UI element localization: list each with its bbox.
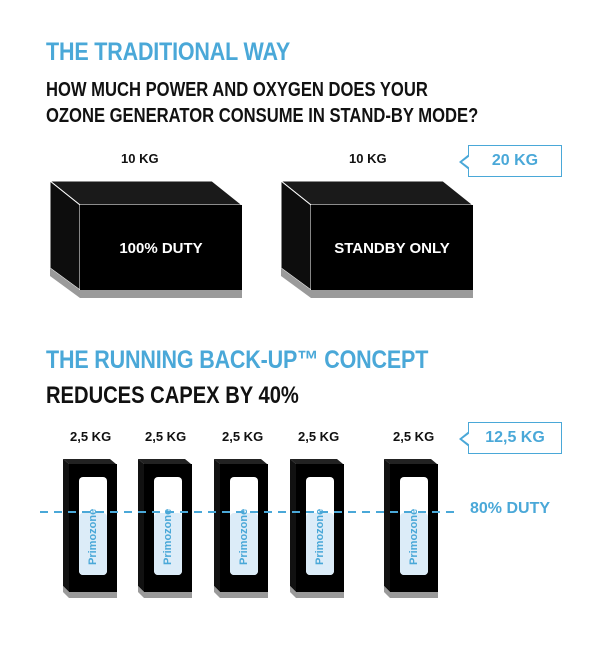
running-backup-title: THE RUNNING BACK-UP™ CONCEPT (46, 346, 429, 374)
primozone-unit: Primozone (63, 459, 117, 598)
brand-label: Primozone (87, 509, 99, 565)
primozone-unit: Primozone (214, 459, 268, 598)
box-weight-label: 10 KG (121, 151, 159, 166)
total-weight-callout: 20 KG (459, 145, 562, 177)
unit-weight-label: 2,5 KG (70, 429, 112, 444)
brand-label: Primozone (314, 509, 326, 565)
primozone-unit: Primozone (384, 459, 438, 598)
traditional-question-line1: HOW MUCH POWER AND OXYGEN DOES YOUR (46, 79, 428, 101)
primozone-unit: Primozone (290, 459, 344, 598)
duty-label: 80% DUTY (470, 500, 551, 517)
brand-label: Primozone (238, 509, 250, 565)
generator-box: STANDBY ONLY (279, 179, 475, 298)
running-backup-subtitle: REDUCES CAPEX BY 40% (46, 382, 299, 409)
primozone-unit: Primozone (138, 459, 192, 598)
total-weight-callout: 12,5 KG (459, 422, 562, 454)
brand-label: Primozone (408, 509, 420, 565)
traditional-title: THE TRADITIONAL WAY (46, 38, 290, 66)
brand-label: Primozone (162, 509, 174, 565)
unit-weight-label: 2,5 KG (393, 429, 435, 444)
box-caption: STANDBY ONLY (334, 240, 450, 257)
unit-weight-label: 2,5 KG (222, 429, 264, 444)
traditional-question-line2: OZONE GENERATOR CONSUME IN STAND-BY MODE… (46, 105, 479, 127)
total-weight-value: 20 KG (491, 152, 539, 169)
total-weight-value: 12,5 KG (485, 429, 545, 446)
box-caption: 100% DUTY (119, 240, 202, 257)
generator-box: 100% DUTY (48, 179, 244, 298)
box-weight-label: 10 KG (349, 151, 387, 166)
unit-weight-label: 2,5 KG (298, 429, 340, 444)
unit-weight-label: 2,5 KG (145, 429, 187, 444)
